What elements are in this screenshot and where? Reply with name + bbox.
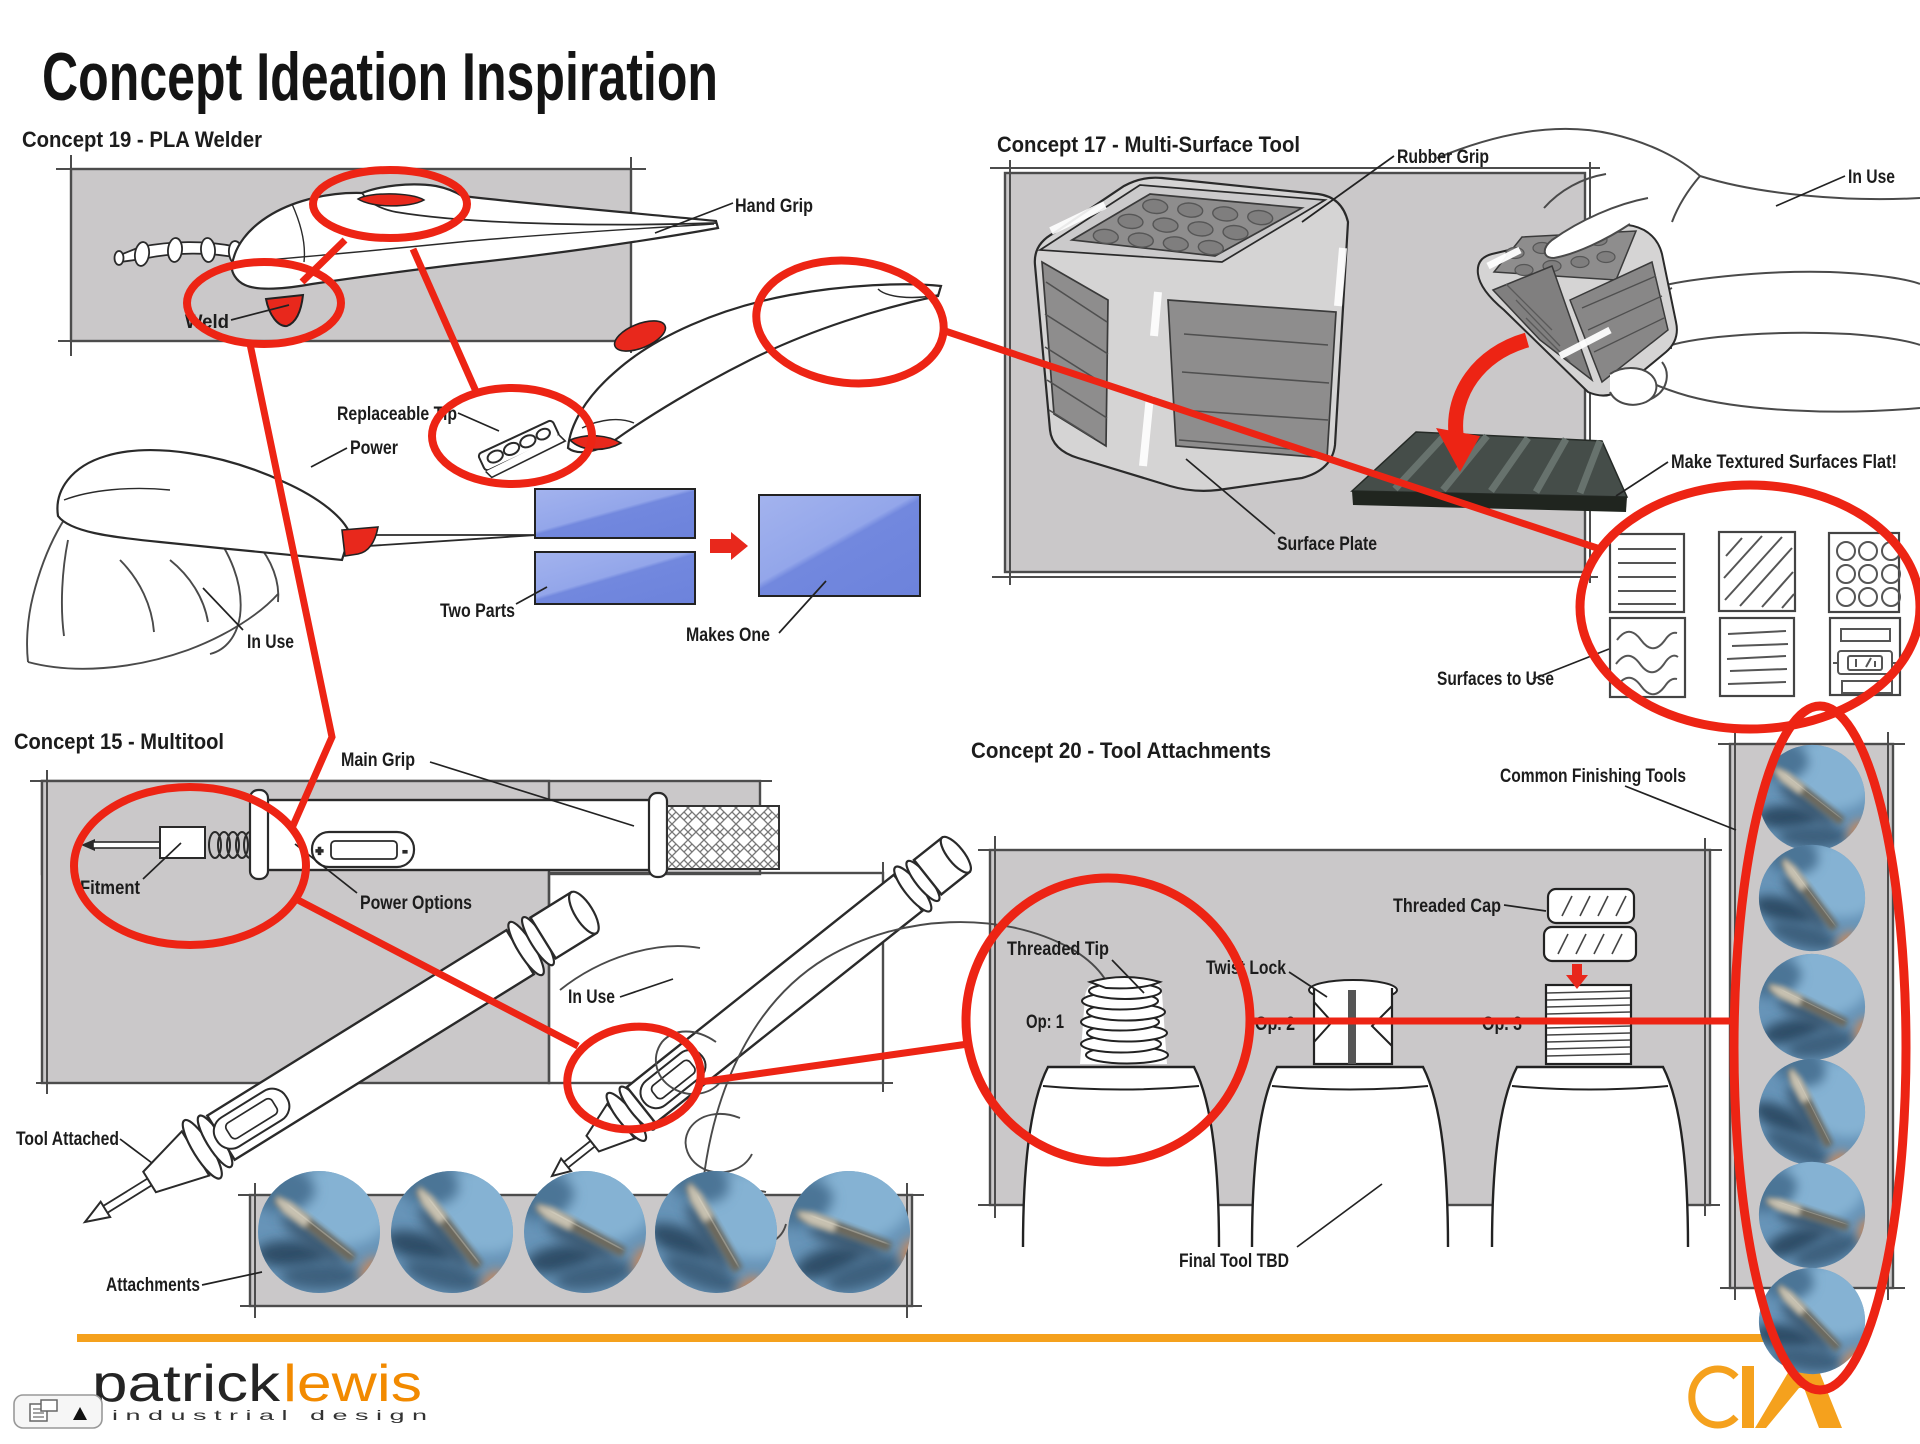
svg-text:i n d u s t r i a l d e s i: i n d u s t r i a l d e s i g n bbox=[112, 1407, 427, 1423]
svg-text:lewis: lewis bbox=[283, 1355, 422, 1413]
svg-text:patrick: patrick bbox=[92, 1355, 281, 1413]
svg-text:Op: 1: Op: 1 bbox=[1026, 1012, 1064, 1033]
svg-text:Attachments: Attachments bbox=[106, 1275, 200, 1296]
svg-text:Concept 20 - Tool Attachments: Concept 20 - Tool Attachments bbox=[971, 738, 1271, 763]
svg-text:Threaded Tip: Threaded Tip bbox=[1007, 939, 1109, 960]
svg-text:Hand Grip: Hand Grip bbox=[735, 196, 813, 217]
svg-text:Surface Plate: Surface Plate bbox=[1277, 534, 1377, 555]
svg-text:+: + bbox=[316, 844, 323, 858]
svg-text:In Use: In Use bbox=[568, 987, 615, 1008]
svg-text:Rubber Grip: Rubber Grip bbox=[1397, 147, 1489, 168]
svg-text:In Use: In Use bbox=[1848, 167, 1895, 188]
svg-text:Power: Power bbox=[350, 438, 398, 459]
svg-text:Main Grip: Main Grip bbox=[341, 750, 415, 771]
svg-text:Replaceable Tip: Replaceable Tip bbox=[337, 404, 457, 425]
svg-text:In Use: In Use bbox=[247, 632, 294, 653]
svg-text:Twist Lock: Twist Lock bbox=[1206, 958, 1286, 979]
svg-text:Fitment: Fitment bbox=[80, 878, 141, 899]
svg-text:Power Options: Power Options bbox=[360, 893, 472, 914]
svg-text:Concept 19 - PLA Welder: Concept 19 - PLA Welder bbox=[22, 127, 262, 152]
svg-text:Make Textured Surfaces Flat!: Make Textured Surfaces Flat! bbox=[1671, 452, 1897, 473]
svg-text:Common Finishing Tools: Common Finishing Tools bbox=[1500, 766, 1686, 787]
svg-text:Surfaces to Use: Surfaces to Use bbox=[1437, 669, 1554, 690]
svg-text:-: - bbox=[403, 844, 407, 858]
svg-text:Tool Attached: Tool Attached bbox=[16, 1129, 119, 1150]
svg-text:Final Tool TBD: Final Tool TBD bbox=[1179, 1251, 1289, 1272]
svg-text:Threaded Cap: Threaded Cap bbox=[1393, 896, 1501, 917]
svg-text:Concept Ideation Inspiration: Concept Ideation Inspiration bbox=[42, 39, 718, 115]
svg-text:Concept 15 - Multitool: Concept 15 - Multitool bbox=[14, 729, 224, 754]
svg-text:Two Parts: Two Parts bbox=[440, 601, 515, 622]
svg-text:Concept 17 - Multi-Surface Too: Concept 17 - Multi-Surface Tool bbox=[997, 132, 1300, 157]
svg-text:Makes One: Makes One bbox=[686, 625, 770, 646]
